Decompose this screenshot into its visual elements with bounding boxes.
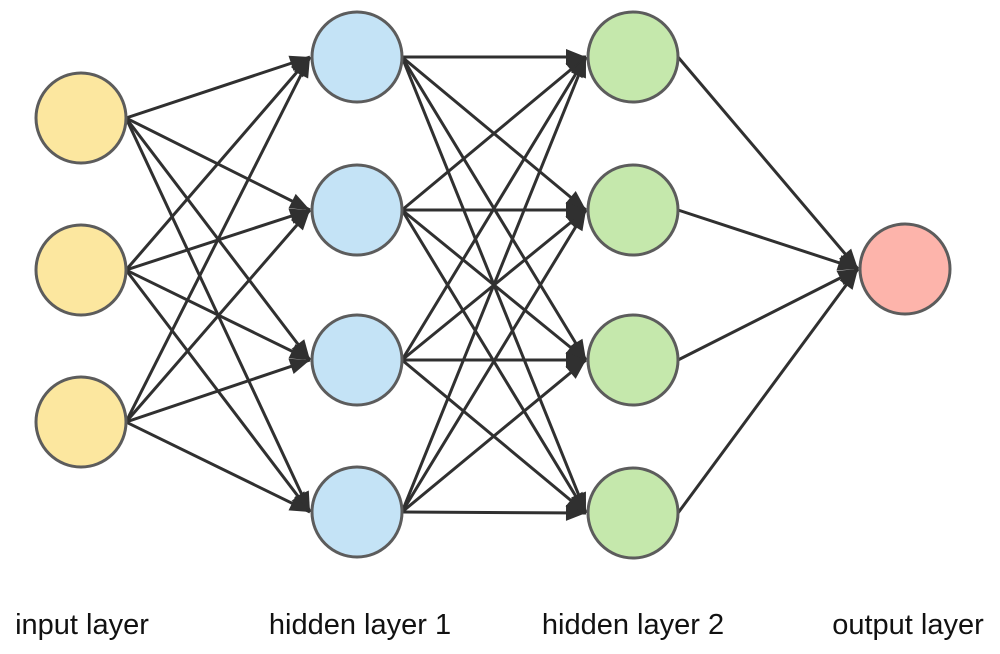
edge-hidden2-4-to-output-1 (676, 268, 860, 514)
hidden2-node-2 (586, 163, 680, 257)
output-node-1 (858, 222, 952, 316)
edge-input-1-to-hidden1-1 (125, 55, 311, 120)
hidden1-node-2 (310, 163, 404, 257)
edge-input-3-to-hidden1-4 (125, 420, 311, 514)
hidden1-node-4 (310, 465, 404, 559)
edge-layer (124, 49, 860, 521)
edge-hidden2-1-to-output-1 (676, 56, 860, 270)
edge-hidden2-3-to-output-1 (677, 267, 859, 362)
edge-input-3-to-hidden1-2 (124, 209, 312, 423)
node-layer (34, 10, 952, 560)
edge-input-2-to-hidden1-1 (124, 56, 312, 271)
input-node-2 (34, 223, 128, 317)
edge-hidden2-2-to-output-1 (677, 208, 859, 271)
hidden1-node-3 (310, 313, 404, 407)
hidden2-node-4 (586, 466, 680, 560)
label-hidden2-layer: hidden layer 2 (542, 609, 724, 641)
hidden1-node-1 (310, 10, 404, 104)
input-node-1 (34, 71, 128, 165)
edge-hidden1-2-to-hidden2-1 (401, 55, 587, 212)
edge-input-3-to-hidden1-1 (124, 56, 312, 423)
input-node-3 (34, 375, 128, 469)
hidden2-node-3 (586, 313, 680, 407)
label-layer: input layer hidden layer 1 hidden layer 2 o… (15, 609, 984, 641)
edge-hidden1-4-to-hidden2-2 (400, 209, 588, 513)
edge-hidden1-4-to-hidden2-1 (400, 56, 588, 513)
label-input-layer: input layer (15, 609, 149, 641)
label-output-layer: output layer (832, 609, 984, 641)
edge-input-3-to-hidden1-3 (125, 358, 311, 424)
edge-hidden1-3-to-hidden2-1 (400, 56, 588, 361)
edge-hidden1-4-to-hidden2-4 (401, 504, 587, 521)
label-hidden1-layer: hidden layer 1 (269, 609, 451, 641)
edge-hidden1-4-to-hidden2-3 (401, 358, 587, 514)
hidden2-node-1 (586, 10, 680, 104)
